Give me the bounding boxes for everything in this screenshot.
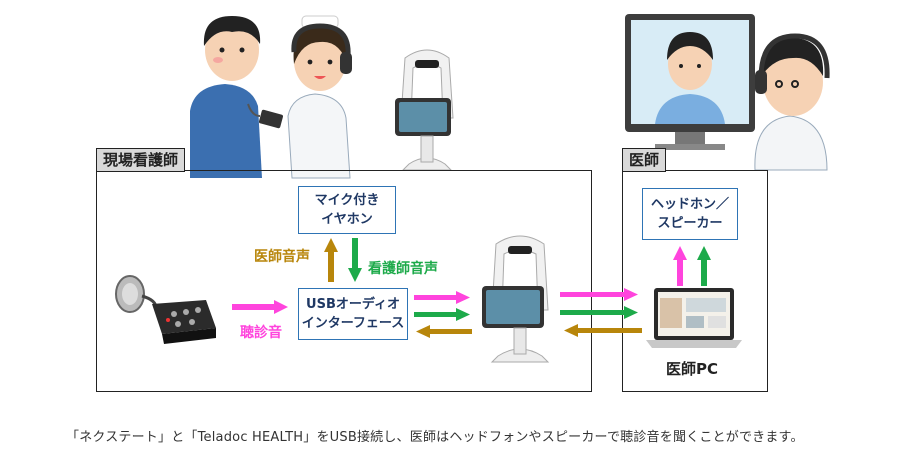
headphone-box-line1: ヘッドホン／ [650,197,729,212]
diagram-caption: 「ネクステート」と「Teladoc HEALTH」をUSB接続し、医師はヘッドフ… [66,430,804,445]
doctor-voice-label: 医師音声 [254,249,310,265]
usb-robot-arrows [414,291,472,338]
nurse-voice-label: 看護師音声 [368,261,438,277]
usb-box-line2: インターフェース [301,316,405,331]
mic-earphone-box: マイク付き イヤホン [298,186,396,234]
usb-audio-interface-box: USBオーディオ インターフェース [298,288,408,340]
doctor-frame [622,170,768,392]
site-nurse-frame [96,170,592,392]
robot-device-icon [482,235,550,363]
telehealth-robot-icon [395,49,454,171]
auscultation-arrow [232,300,288,314]
doctor-laptop-icon [646,288,742,348]
mic-earphone-line2: イヤホン [321,212,373,227]
doctor-voice-arrow [324,238,338,282]
usb-box-line1: USBオーディオ [306,297,400,312]
site-nurse-label: 現場看護師 [96,148,186,172]
pc-to-headphone-arrows [673,246,711,286]
doctor-label: 医師 [622,148,667,172]
nurse-voice-arrow [348,238,362,282]
stethoscope-device-icon [115,275,216,344]
auscultation-label: 聴診音 [240,325,282,341]
doctor-monitor-illustration [625,14,830,171]
cross-region-arrows [560,288,642,337]
headphone-box-line2: スピーカー [657,216,723,231]
patient-nurse-illustration [190,15,352,179]
mic-earphone-line1: マイク付き [314,193,380,208]
headphone-speaker-box: ヘッドホン／ スピーカー [642,188,738,240]
doctor-pc-label: 医師PC [666,360,719,378]
